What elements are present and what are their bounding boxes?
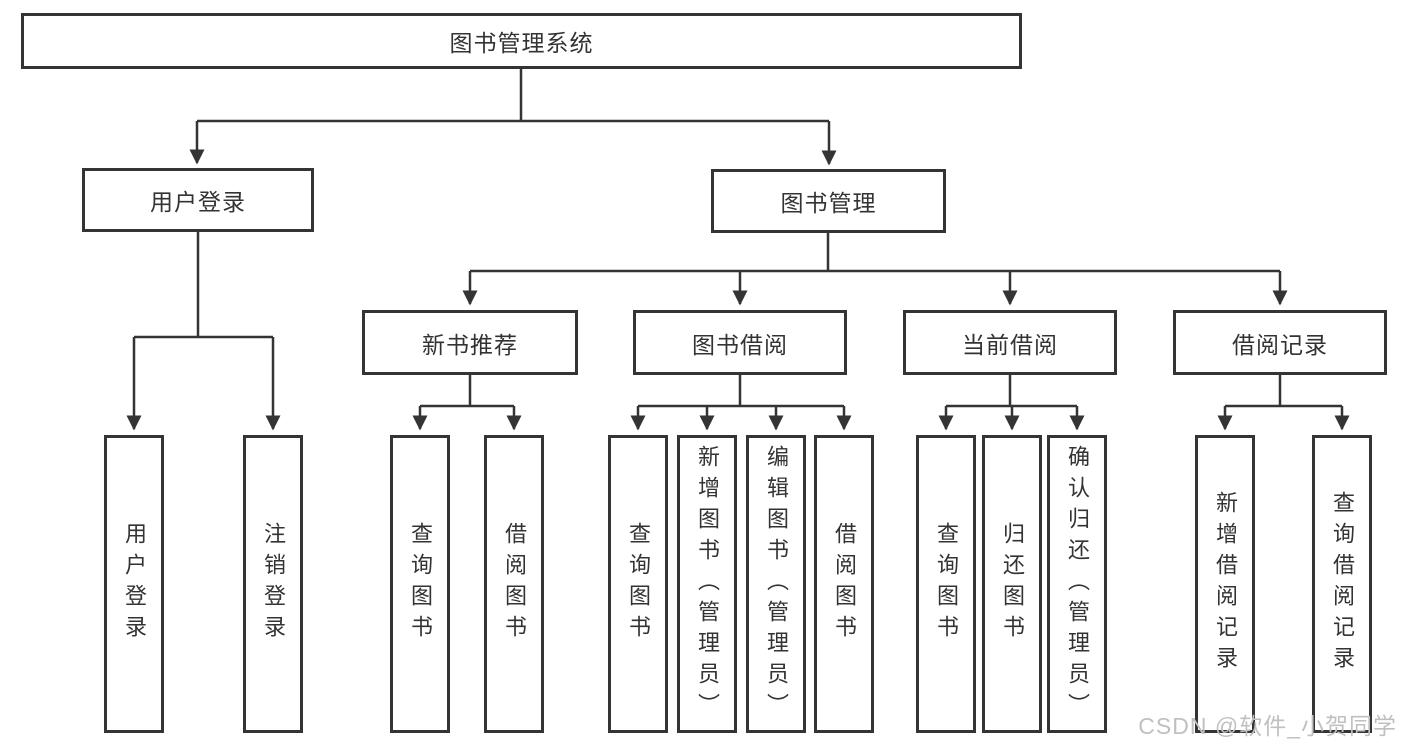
leaf-borrow-books: 借阅图书 [814, 435, 874, 733]
node-root-label: 图书管理系统 [449, 30, 594, 56]
leaf-add-borrow-record: 新增借阅记录 [1195, 435, 1255, 733]
leaf-query-books-recommend: 查询图书 [390, 435, 450, 733]
leaf-edit-books-admin-label: 编辑图书（管理员） [764, 444, 789, 724]
node-book-management: 图书管理 [711, 169, 946, 233]
node-current-borrowing-label: 当前借阅 [962, 331, 1058, 358]
leaf-logout-login: 注销登录 [243, 435, 303, 733]
leaf-confirm-return-admin-label: 确认归还（管理员） [1065, 444, 1090, 724]
leaf-borrow-books-label: 借阅图书 [832, 522, 857, 646]
node-new-book-recommendation-label: 新书推荐 [422, 331, 518, 358]
node-new-book-recommendation: 新书推荐 [362, 310, 578, 375]
leaf-confirm-return-admin: 确认归还（管理员） [1047, 435, 1107, 733]
node-book-borrowing: 图书借阅 [633, 310, 847, 375]
watermark: CSDN @软件_小贺同学 [1138, 713, 1397, 739]
leaf-return-books: 归还图书 [982, 435, 1042, 733]
leaf-query-books-borrow-label: 查询图书 [626, 522, 651, 646]
leaf-query-borrow-record-label: 查询借阅记录 [1330, 491, 1355, 677]
node-current-borrowing: 当前借阅 [903, 310, 1117, 375]
leaf-query-books-recommend-label: 查询图书 [408, 522, 433, 646]
leaf-query-books-current-label: 查询图书 [934, 522, 959, 646]
node-book-borrowing-label: 图书借阅 [692, 331, 788, 358]
leaf-add-books-admin-label: 新增图书（管理员） [695, 444, 720, 724]
leaf-return-books-label: 归还图书 [1000, 522, 1025, 646]
leaf-logout-login-label: 注销登录 [261, 522, 286, 646]
leaf-query-borrow-record: 查询借阅记录 [1312, 435, 1372, 733]
node-borrowing-records-label: 借阅记录 [1232, 331, 1328, 358]
leaf-user-login-label: 用户登录 [122, 522, 147, 646]
leaf-add-borrow-record-label: 新增借阅记录 [1213, 491, 1238, 677]
node-book-management-label: 图书管理 [780, 190, 877, 216]
leaf-borrow-books-recommend: 借阅图书 [484, 435, 544, 733]
leaf-borrow-books-recommend-label: 借阅图书 [502, 522, 527, 646]
leaf-user-login: 用户登录 [104, 435, 164, 733]
leaf-add-books-admin: 新增图书（管理员） [677, 435, 737, 733]
node-user-login-label: 用户登录 [150, 189, 246, 215]
node-borrowing-records: 借阅记录 [1173, 310, 1387, 375]
node-user-login: 用户登录 [82, 168, 314, 232]
node-root: 图书管理系统 [21, 13, 1022, 69]
leaf-query-books-current: 查询图书 [916, 435, 976, 733]
leaf-edit-books-admin: 编辑图书（管理员） [746, 435, 806, 733]
leaf-query-books-borrow: 查询图书 [608, 435, 668, 733]
